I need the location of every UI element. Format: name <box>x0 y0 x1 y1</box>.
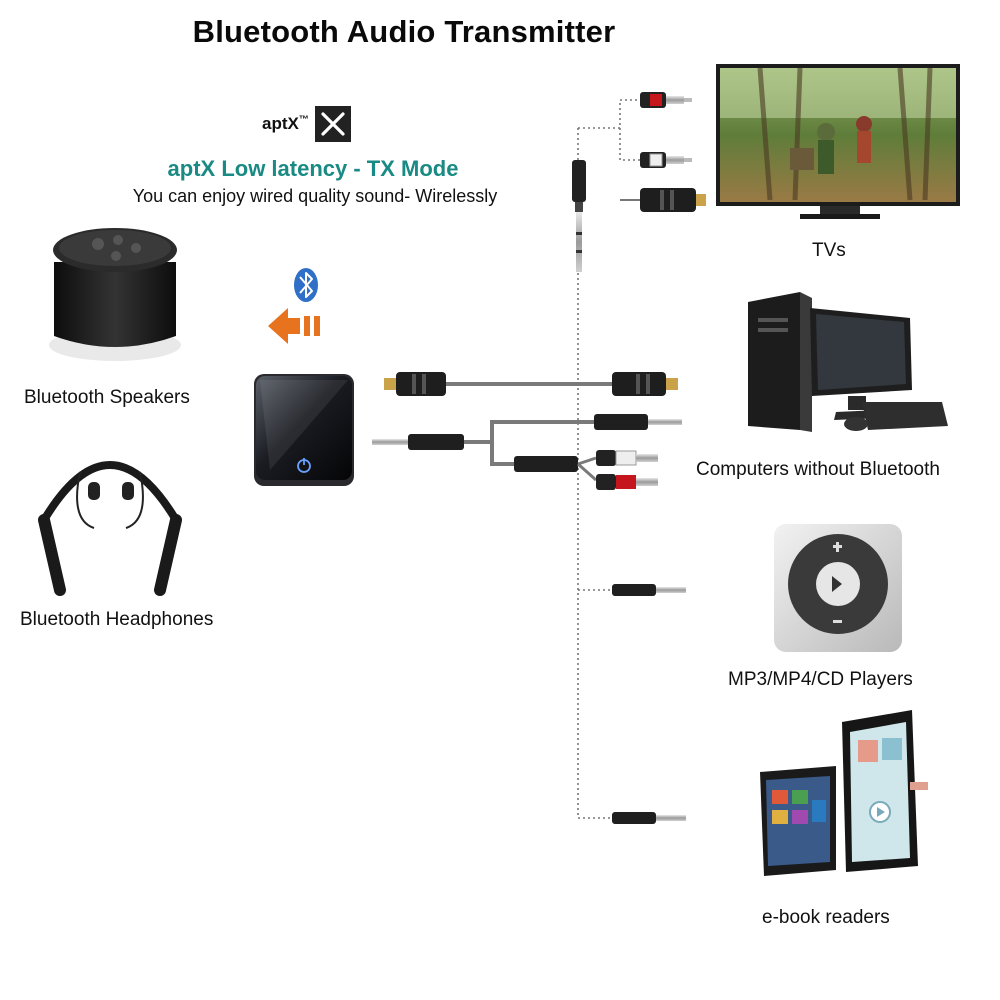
source-label-computers: Computers without Bluetooth <box>696 459 940 480</box>
source-label-tvs: TVs <box>812 240 846 261</box>
aptx-trademark: ™ <box>298 114 309 126</box>
mp3-player-icon <box>774 524 902 652</box>
receiver-label-speakers: Bluetooth Speakers <box>24 387 190 408</box>
tv-rca-red <box>640 92 692 108</box>
aptx-brand: aptX <box>262 114 299 133</box>
aptx-logo: aptX™ <box>262 106 351 142</box>
source-label-mp3: MP3/MP4/CD Players <box>728 669 913 690</box>
mp3-aux-plug <box>612 584 686 596</box>
bluetooth-icon <box>294 268 318 302</box>
tablet-icon <box>760 710 928 876</box>
page-title: Bluetooth Audio Transmitter <box>192 14 616 49</box>
aptx-x-icon <box>314 106 351 142</box>
receiver-label-headphones: Bluetooth Headphones <box>20 609 214 630</box>
computer-icon <box>748 292 948 432</box>
tv-icon <box>716 64 960 219</box>
aux-splitter-cable <box>372 414 682 490</box>
tv-rca-white <box>640 152 692 168</box>
speaker-icon <box>49 228 181 361</box>
mode-description: You can enjoy wired quality sound- Wirel… <box>132 186 498 206</box>
dotted-trunk <box>577 99 640 819</box>
optical-cable <box>384 372 678 396</box>
tv-optical-plug <box>620 188 706 212</box>
arrow-left-icon <box>268 308 320 344</box>
headphones-icon <box>38 461 182 596</box>
source-label-ebook: e-book readers <box>762 907 890 928</box>
trunk-plug <box>572 160 586 272</box>
transmitter-device-icon <box>254 374 354 486</box>
ebook-aux-plug <box>612 812 686 824</box>
mode-headline: aptX Low latency - TX Mode <box>167 156 459 181</box>
